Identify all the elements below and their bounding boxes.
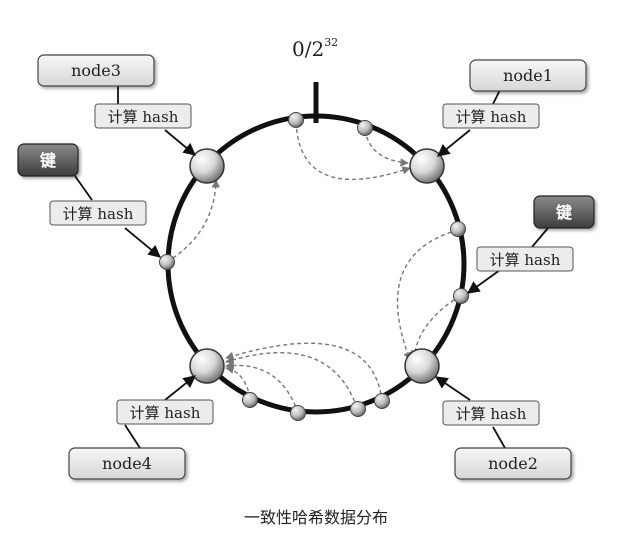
dashed-arrow-key-to-node3 — [166, 179, 221, 263]
connector-key-right-hash-to-ball — [466, 269, 501, 294]
connector-node1-hash-to-ball — [437, 129, 471, 157]
connector-node3-hash-to-ball — [164, 129, 196, 156]
diagram-caption: 一致性哈希数据分布 — [244, 508, 388, 527]
node4-hash-label: 计算 hash — [130, 404, 201, 422]
node4-label: node4 — [102, 454, 152, 473]
node2-hash-label: 计算 hash — [456, 405, 527, 423]
connector-node1-box-to-hash — [492, 89, 501, 105]
key-left-hash-label: 计算 hash — [63, 205, 134, 223]
connector-node4-hash-to-ball — [164, 375, 196, 401]
key-left-hash-box: 计算 hash — [49, 200, 147, 226]
node2-label: node2 — [488, 454, 538, 473]
data-ball — [357, 120, 373, 136]
data-ball — [450, 221, 466, 237]
node2-hash-box: 计算 hash — [442, 400, 540, 426]
node2-box: node2 — [454, 447, 572, 480]
key-right-box: 键 — [533, 195, 595, 229]
connector-key-left-hash-to-ball — [124, 227, 161, 258]
connector-key-left-to-hash — [74, 175, 93, 201]
data-ball — [242, 392, 258, 408]
node4-hash-box: 计算 hash — [116, 399, 214, 425]
key-right-hash-label: 计算 hash — [490, 251, 561, 269]
node2-ball — [404, 348, 440, 384]
dashed-arrow-bottom3-to-node4 — [225, 351, 358, 409]
connector-key-right-to-hash — [531, 227, 549, 248]
data-ball — [453, 288, 469, 304]
data-ball — [374, 393, 390, 409]
node1-box: node1 — [469, 59, 587, 92]
node3-hash-box: 计算 hash — [94, 103, 192, 129]
data-ball — [159, 254, 175, 270]
key-left-box: 键 — [17, 143, 79, 177]
key-left-label: 键 — [39, 151, 56, 170]
connector-node2-box-to-hash — [492, 426, 506, 449]
node3-box: node3 — [37, 54, 155, 87]
data-ball — [288, 112, 304, 128]
node3-ball — [189, 148, 225, 184]
key-right-hash-box: 计算 hash — [476, 246, 574, 272]
node1-hash-box: 计算 hash — [442, 103, 540, 129]
ring-origin-label: 0/232 — [292, 36, 338, 61]
node3-label: node3 — [71, 61, 121, 80]
connector-node4-box-to-hash — [124, 424, 141, 449]
data-ball — [350, 401, 366, 417]
node1-label: node1 — [503, 66, 553, 85]
data-ball — [290, 405, 306, 421]
dashed-arrow-right1-to-node2 — [396, 229, 459, 361]
key-right-label: 键 — [555, 203, 572, 222]
dashed-arrow-top-to-node1 — [295, 121, 411, 181]
connector-node2-hash-to-ball — [434, 376, 471, 401]
node4-box: node4 — [68, 447, 186, 480]
node1-hash-label: 计算 hash — [456, 108, 527, 126]
node3-hash-label: 计算 hash — [108, 108, 179, 126]
node1-ball — [409, 148, 445, 184]
node4-ball — [189, 348, 225, 384]
connector-lines — [74, 84, 549, 449]
